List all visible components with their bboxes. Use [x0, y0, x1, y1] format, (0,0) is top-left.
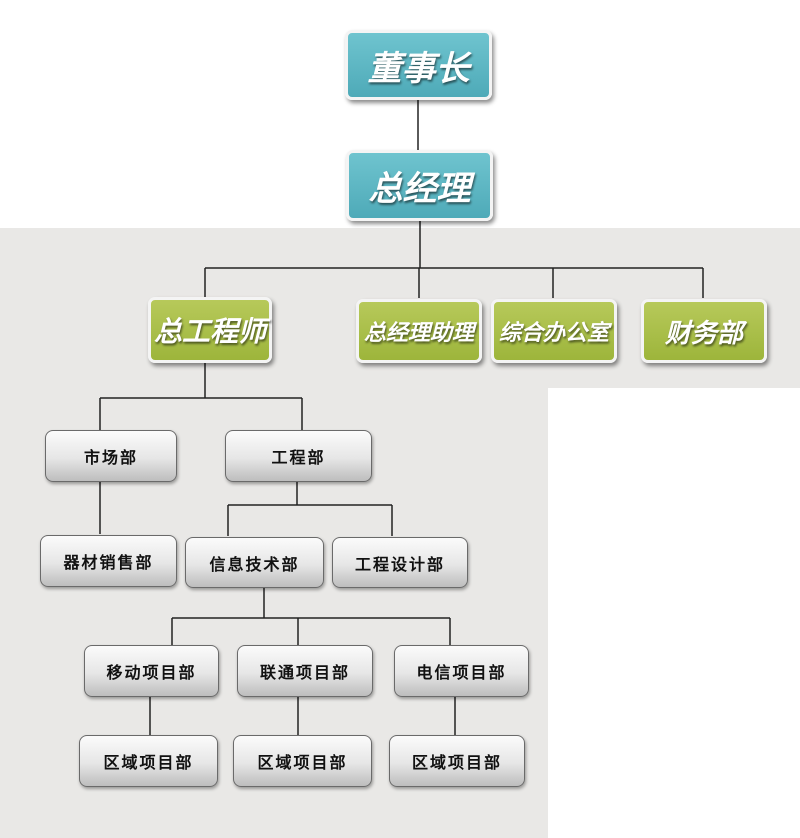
marketing-dept-label: 市场部 [83, 448, 138, 467]
node-marketing-dept: 市场部 [45, 430, 177, 482]
node-chairman: 董事长 [345, 30, 492, 100]
node-regional-project-dept-2: 区域项目部 [233, 735, 372, 787]
node-regional-project-dept-1: 区域项目部 [79, 735, 218, 787]
node-equipment-sales-dept: 器材销售部 [40, 535, 177, 587]
regional-project-dept-2-label: 区域项目部 [257, 753, 348, 772]
regional-project-dept-1-label: 区域项目部 [103, 753, 194, 772]
finance-dept-label: 财务部 [664, 318, 743, 349]
unicom-project-dept-label: 联通项目部 [259, 663, 350, 682]
node-engineering-design-dept: 工程设计部 [332, 537, 468, 588]
telecom-project-dept-label: 电信项目部 [416, 663, 507, 682]
engineering-design-dept-label: 工程设计部 [354, 554, 445, 574]
node-chief-engineer: 总工程师 [148, 297, 272, 363]
node-unicom-project-dept: 联通项目部 [237, 645, 373, 697]
node-regional-project-dept-3: 区域项目部 [389, 735, 525, 787]
equipment-sales-dept-label: 器材销售部 [63, 553, 154, 572]
node-it-dept: 信息技术部 [185, 537, 324, 588]
node-mobile-project-dept: 移动项目部 [84, 645, 219, 697]
it-dept-label: 信息技术部 [209, 554, 300, 574]
chairman-label: 董事长 [367, 48, 470, 89]
chief-engineer-label: 总工程师 [153, 315, 266, 348]
general-manager-label: 总经理 [368, 169, 471, 209]
node-finance-dept: 财务部 [641, 299, 767, 363]
general-office-label: 综合办公室 [498, 321, 609, 346]
gm-assistant-label: 总经理助理 [363, 321, 474, 346]
node-engineering-dept: 工程部 [225, 430, 372, 482]
node-telecom-project-dept: 电信项目部 [394, 645, 529, 697]
node-general-manager: 总经理 [346, 150, 493, 221]
node-gm-assistant: 总经理助理 [356, 299, 482, 363]
node-general-office: 综合办公室 [491, 299, 617, 363]
engineering-dept-label: 工程部 [271, 448, 326, 467]
mobile-project-dept-label: 移动项目部 [106, 663, 197, 682]
regional-project-dept-3-label: 区域项目部 [411, 753, 502, 772]
